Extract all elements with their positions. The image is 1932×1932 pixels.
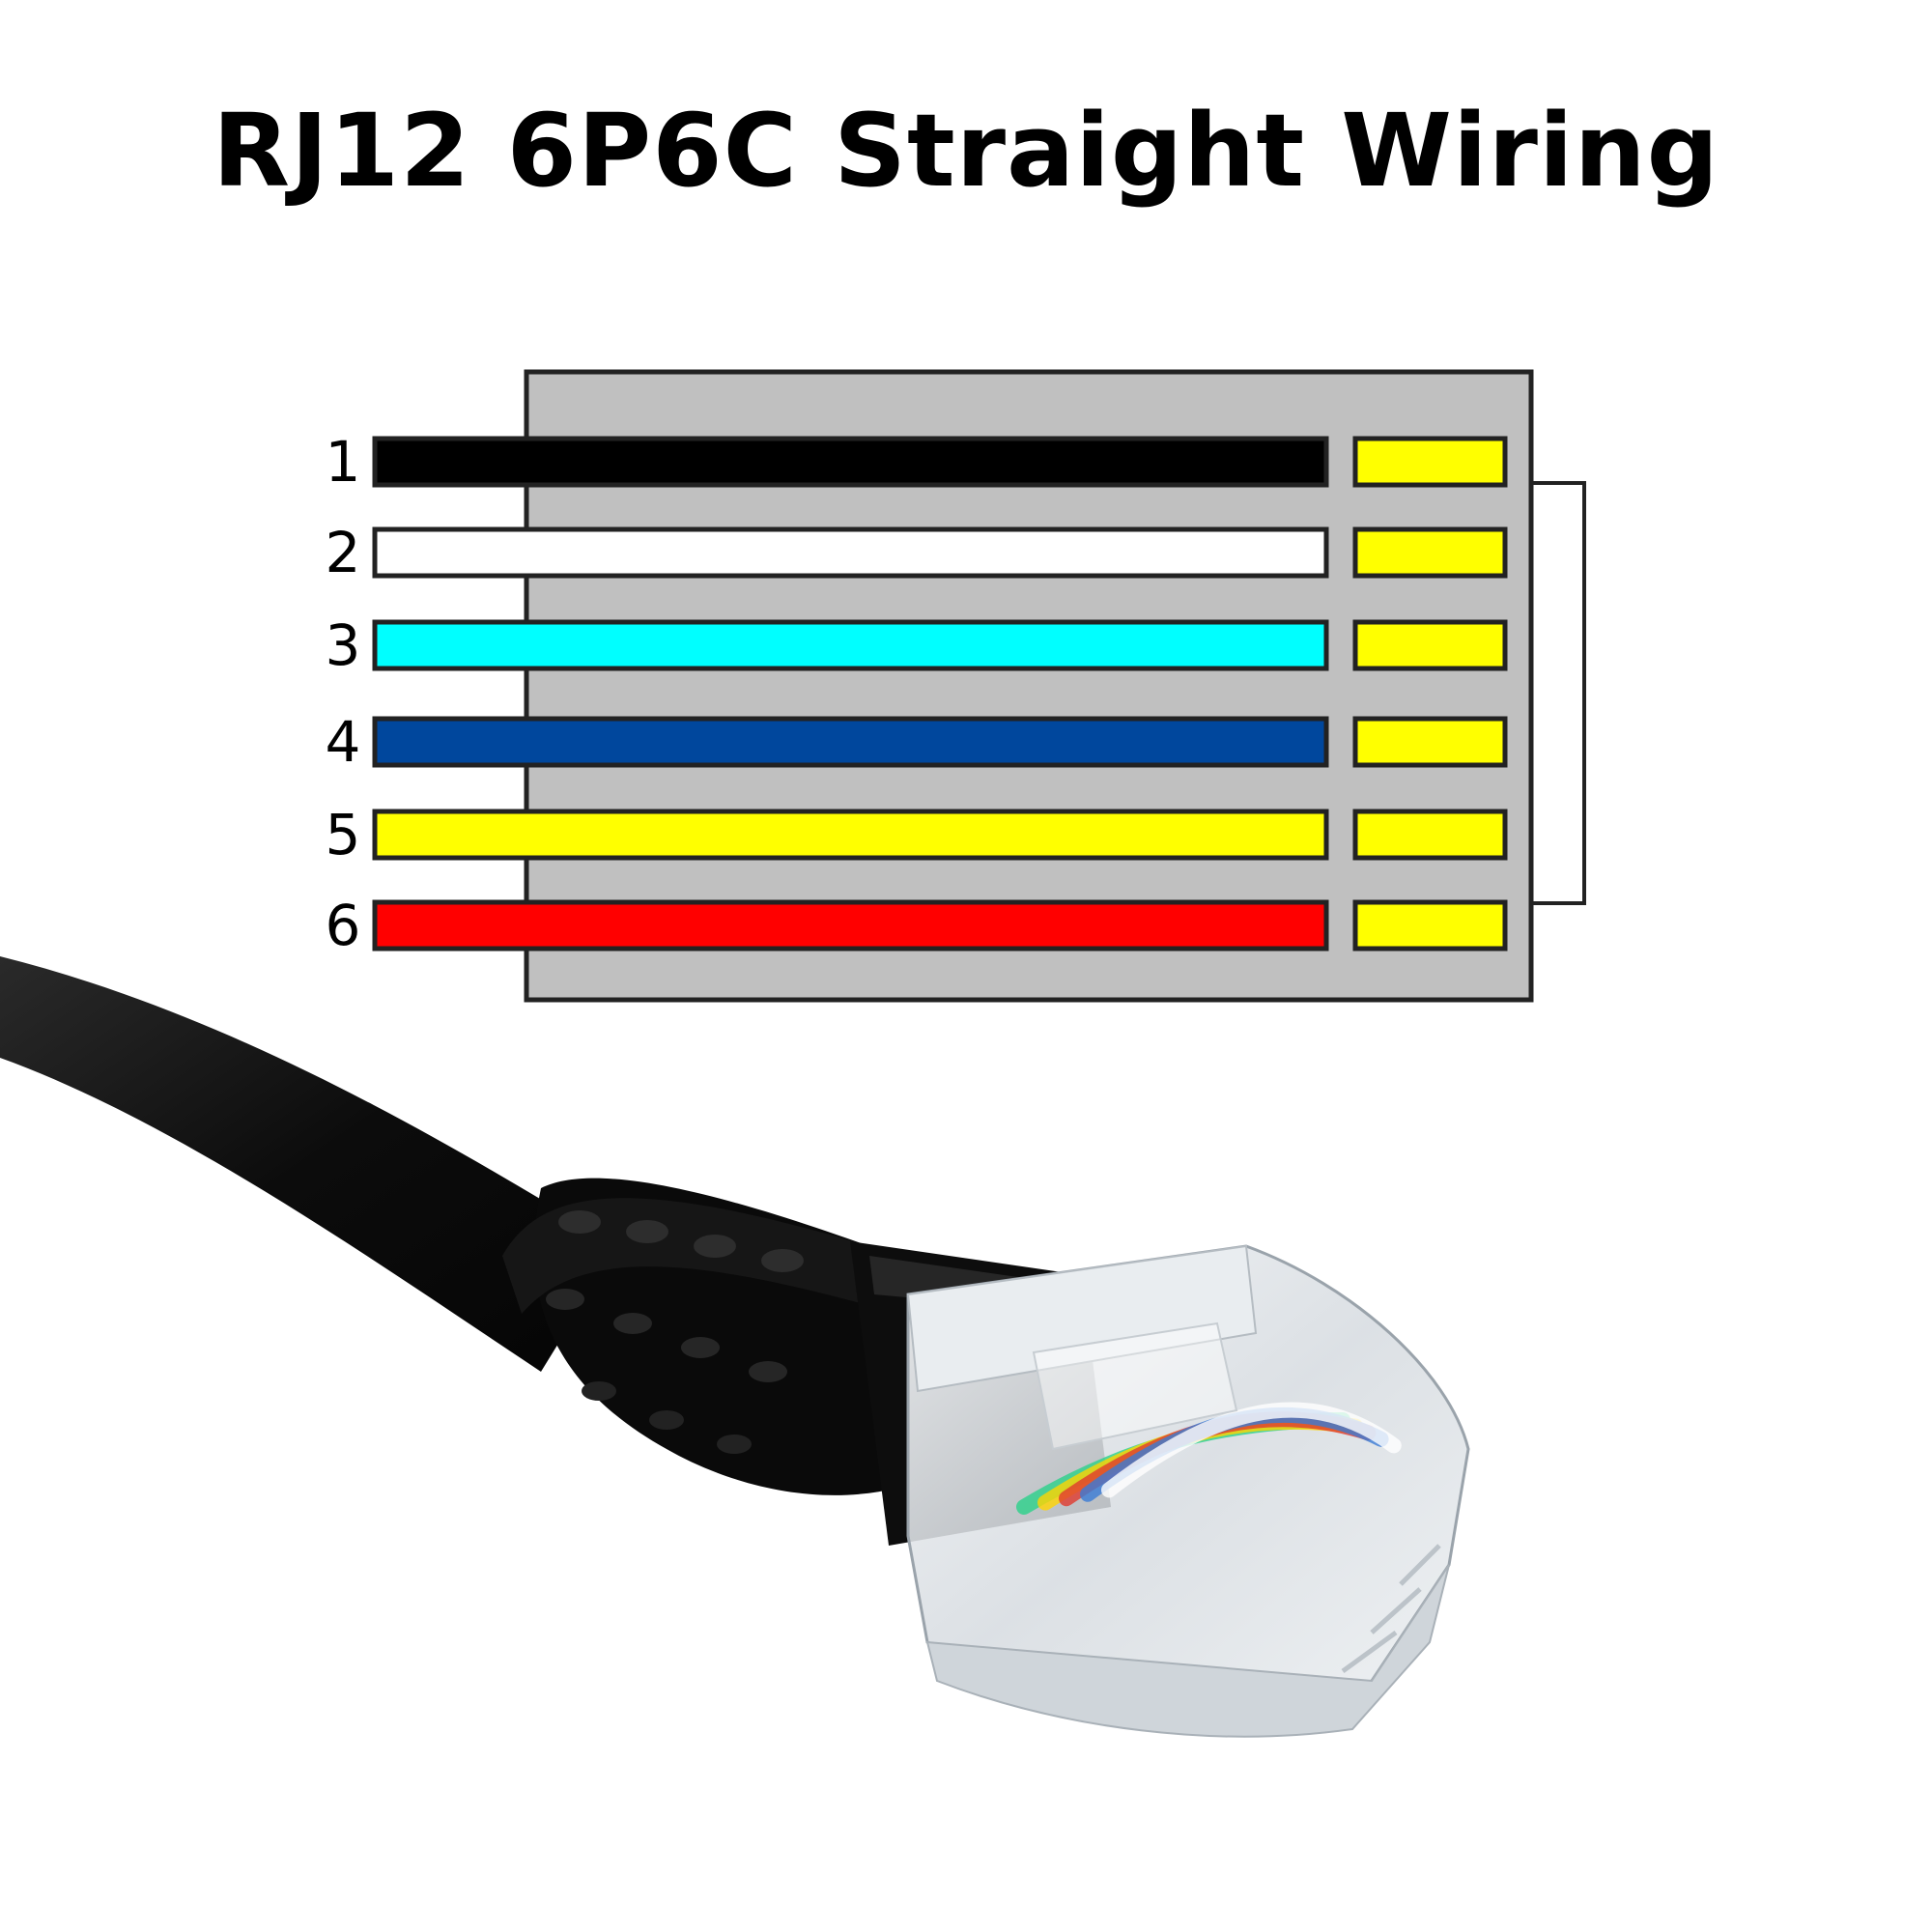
pin-label-3: 3 [326,612,361,678]
wire-5 [372,809,1329,861]
pin-label-6: 6 [326,893,361,958]
connector-diagram: 1 2 3 4 5 6 [326,369,1586,1003]
contact-2 [1352,526,1508,579]
contacts-group [1352,436,1508,952]
wire-4 [372,716,1329,768]
plug-wire-strands [1016,1402,1402,1515]
pin-label-2: 2 [326,520,361,585]
pin-label-4: 4 [326,709,361,775]
page-title: RJ12 6P6C Straight Wiring [212,92,1720,210]
pin-label-1: 1 [326,429,361,495]
plug-wire-strand [1101,1402,1402,1498]
wire-2 [372,526,1329,579]
wire-1 [372,436,1329,488]
contact-1 [1352,436,1508,488]
wire-3 [372,619,1329,671]
wires-group [372,436,1329,952]
cable [0,956,618,1372]
pin-label-5: 5 [326,802,361,867]
contact-4 [1352,716,1508,768]
contact-3 [1352,619,1508,671]
pin-labels-group: 1 2 3 4 5 6 [326,429,361,958]
rj12-plug [906,1244,1470,1738]
contact-6 [1352,899,1508,952]
shield-bracket-line [1531,481,1586,905]
wire-6 [372,899,1329,952]
contact-5 [1352,809,1508,861]
cable-plug-illustration [0,956,1470,1738]
